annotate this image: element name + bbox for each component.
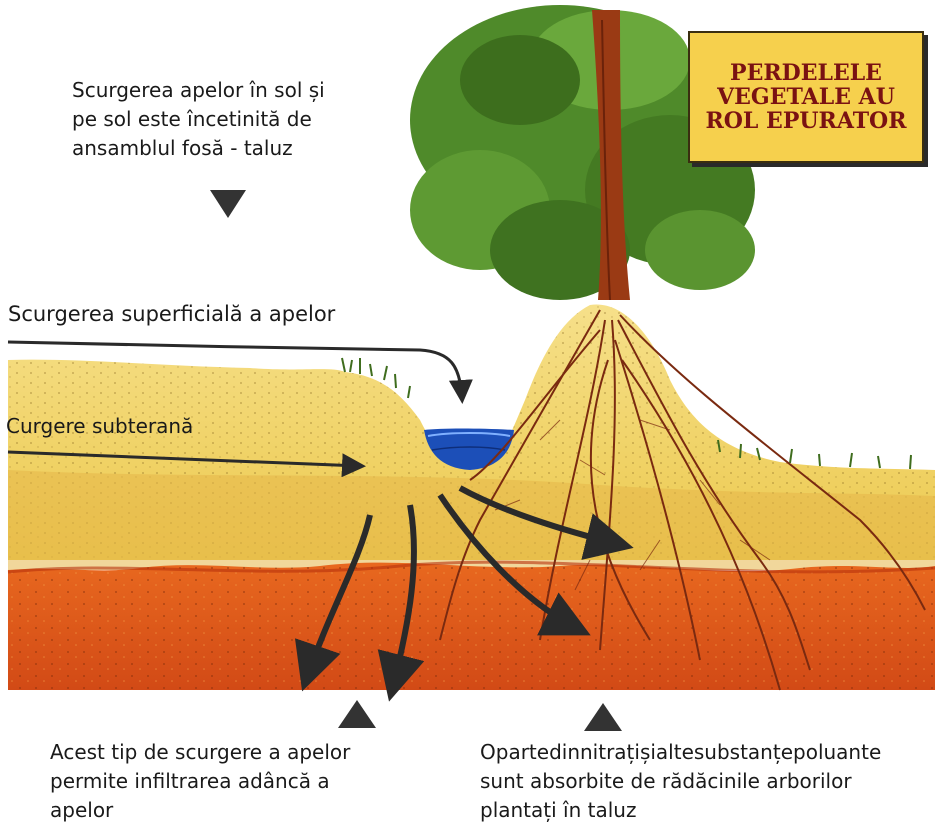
title-text: PERDELELE VEGETALE AU ROL EPURATOR xyxy=(705,61,906,133)
top-note-text: Scurgerea apelor în sol și pe sol este î… xyxy=(72,76,372,163)
up-triangle-marker-left xyxy=(338,700,376,728)
right-caption: Opartedinnitrațișialtesubstanțepoluante … xyxy=(480,738,935,825)
down-triangle-marker xyxy=(210,190,246,218)
up-triangle-marker-right xyxy=(584,703,622,731)
title-box: PERDELELE VEGETALE AU ROL EPURATOR xyxy=(688,31,924,163)
surface-runoff-label: Scurgerea superficială a apelor xyxy=(8,300,335,329)
subsurface-flow-label: Curgere subterană xyxy=(6,412,193,441)
left-caption: Acest tip de scurgere a apelor permite i… xyxy=(50,738,410,825)
